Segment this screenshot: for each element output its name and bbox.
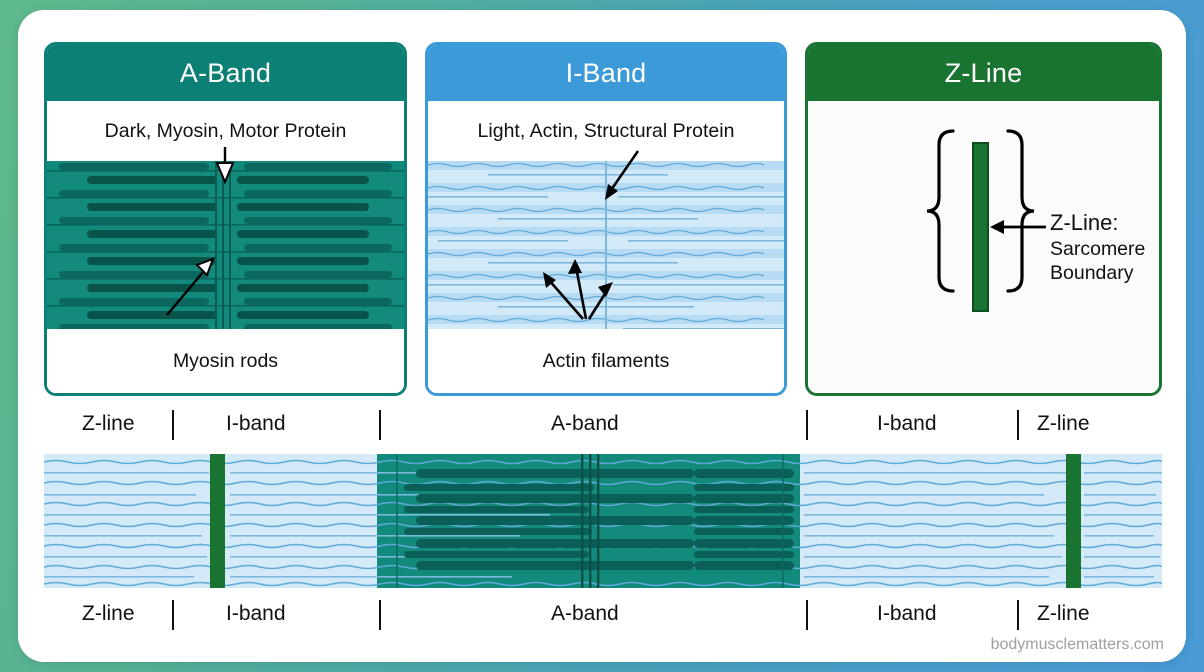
panel-z-line-body: Z-Line: Sarcomere Boundary [808, 101, 1159, 393]
a-band-myosin-svg [47, 157, 404, 333]
panel-a-band-body: Dark, Myosin, Motor Protein Myosin rods [47, 101, 404, 393]
panel-a-band-title: A-Band [47, 45, 404, 101]
panel-z-line: Z-Line [805, 42, 1162, 396]
i-band-caption-top-text: Light, Actin, Structural Protein [477, 119, 735, 142]
panel-z-line-title: Z-Line [808, 45, 1159, 101]
i-band-caption-bottom-text: Actin filaments [542, 349, 670, 372]
strip-label-top-aband: A-band [551, 412, 619, 435]
strip-labels-bottom: Z-line I-band A-band I-band Z-line [44, 598, 1162, 640]
i-band-caption-bottom: Actin filaments [428, 329, 784, 393]
strip-separator-bottom-3 [806, 600, 808, 630]
panel-i-band-title: I-Band [428, 45, 784, 101]
i-band-actin-svg [428, 157, 784, 333]
i-band-artwork [428, 157, 784, 333]
panel-a-band: A-Band [44, 42, 407, 396]
sarcomere-strip [44, 454, 1162, 588]
z-line-callout-line1: Z-Line: [1050, 210, 1119, 235]
z-line-callout-line2: Sarcomere [1050, 237, 1146, 260]
strip-separator-top-4 [1017, 410, 1019, 440]
right-brace-icon [1006, 129, 1035, 293]
a-band-caption-bottom: Myosin rods [47, 329, 404, 393]
panel-i-band: I-Band [425, 42, 787, 396]
z-line-callout-label: Z-Line: Sarcomere Boundary [1050, 209, 1159, 285]
strip-label-bottom-zline-right: Z-line [1037, 602, 1090, 625]
strip-label-top-iband-left: I-band [226, 412, 286, 435]
strip-m-lines [581, 454, 600, 588]
strip-z-line-left [210, 454, 225, 588]
strip-label-top-zline-left: Z-line [82, 412, 135, 435]
z-line-artwork [808, 101, 1159, 393]
z-line-callout-line3: Boundary [1050, 261, 1134, 284]
strip-label-top-iband-right: I-band [877, 412, 937, 435]
strip-myosin-rods [404, 469, 794, 570]
strip-label-bottom-iband-right: I-band [877, 602, 937, 625]
sarcomere-strip-svg [44, 454, 1162, 588]
strip-label-bottom-iband-left: I-band [226, 602, 286, 625]
strip-label-bottom-zline-left: Z-line [82, 602, 135, 625]
strip-label-top-zline-right: Z-line [1037, 412, 1090, 435]
strip-separator-top-3 [806, 410, 808, 440]
strip-separator-top-1 [172, 410, 174, 440]
panel-row: A-Band [44, 42, 1162, 396]
diagram-card: A-Band [18, 10, 1186, 662]
strip-separator-bottom-2 [379, 600, 381, 630]
strip-separator-bottom-4 [1017, 600, 1019, 630]
a-band-caption-bottom-text: Myosin rods [172, 349, 279, 372]
z-line-bar [972, 142, 989, 312]
panel-i-band-body: Light, Actin, Structural Protein Actin f… [428, 101, 784, 393]
strip-labels-top: Z-line I-band A-band I-band Z-line [44, 408, 1162, 450]
a-band-caption-top: Dark, Myosin, Motor Protein [47, 101, 404, 161]
z-line-pointer-arrow [990, 220, 1046, 234]
strip-separator-top-2 [379, 410, 381, 440]
z-line-diagram-svg [926, 129, 1046, 312]
strip-z-line-right [1066, 454, 1081, 588]
strip-separator-bottom-1 [172, 600, 174, 630]
left-brace-icon [926, 129, 955, 293]
watermark: bodymusclematters.com [990, 636, 1164, 653]
strip-label-bottom-aband: A-band [551, 602, 619, 625]
i-band-caption-top: Light, Actin, Structural Protein [428, 101, 784, 161]
a-band-caption-top-text: Dark, Myosin, Motor Protein [104, 119, 347, 142]
sarcomere-strip-section: Z-line I-band A-band I-band Z-line [44, 408, 1162, 636]
a-band-artwork [47, 157, 404, 333]
